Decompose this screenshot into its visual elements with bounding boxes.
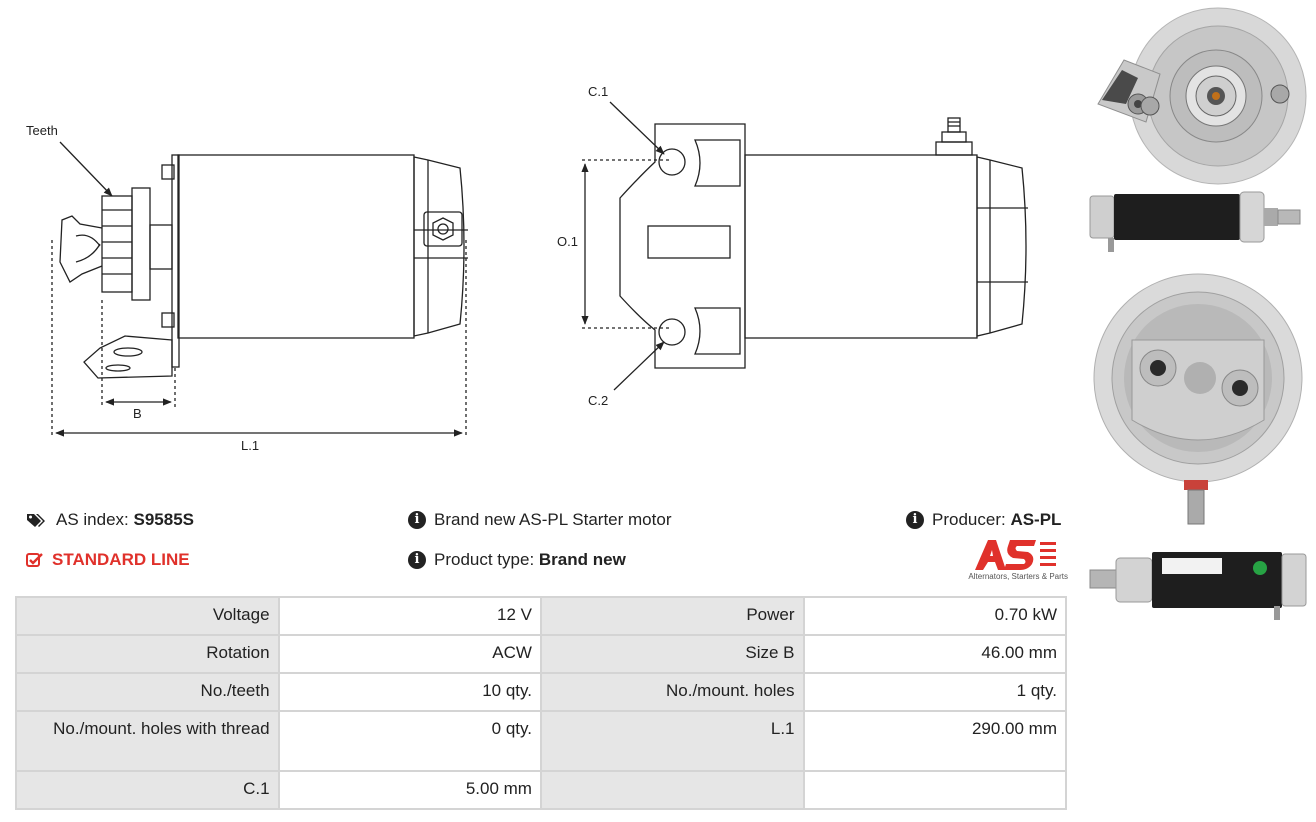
label-teeth: Teeth (26, 123, 58, 138)
photo-rear-view (1093, 273, 1303, 525)
checkbox-icon (26, 553, 43, 567)
product-type-value: Brand new (538, 550, 626, 569)
spec-value: 5.00 mm (277, 770, 542, 810)
spec-label: No./mount. holes (539, 672, 805, 712)
table-row: C.1 5.00 mm (15, 770, 1068, 810)
spec-value: 12 V (277, 596, 542, 636)
label-c2: C.2 (588, 393, 608, 408)
photo-side-view-label (1089, 552, 1307, 620)
spec-value: 290.00 mm (802, 710, 1068, 772)
spec-value: ACW (277, 634, 542, 674)
label-b: B (133, 406, 142, 421)
label-o1: O.1 (557, 234, 578, 249)
spec-table: Voltage 12 V Power 0.70 kW Rotation ACW … (15, 596, 1068, 810)
as-pl-logo: Alternators, Starters & Parts (962, 538, 1068, 584)
info-icon: i (408, 551, 426, 569)
product-description: i Brand new AS-PL Starter motor (408, 510, 671, 530)
producer-label: Producer: (932, 510, 1006, 529)
mount-bracket (83, 335, 173, 379)
spec-value: 46.00 mm (802, 634, 1068, 674)
spec-label: Rotation (15, 634, 280, 674)
producer-value: AS-PL (1010, 510, 1062, 529)
spec-label: Voltage (15, 596, 280, 636)
standard-line-label: STANDARD LINE (52, 550, 190, 569)
label-l1: L.1 (241, 438, 259, 453)
as-index-label: AS index: (56, 510, 129, 529)
as-logo-mark (975, 540, 1056, 570)
table-row: Rotation ACW Size B 46.00 mm (15, 634, 1068, 674)
product-description-text: Brand new AS-PL Starter motor (434, 510, 672, 529)
technical-drawing: Teeth B L.1 C.1 C.2 O.1 (26, 84, 1028, 453)
product-type-label: Product type: (434, 550, 535, 569)
logo-tagline: Alternators, Starters & Parts (968, 572, 1068, 581)
spec-value: 10 qty. (277, 672, 542, 712)
mounting-flange (619, 123, 746, 369)
tags-icon (27, 514, 45, 527)
info-icon: i (408, 511, 426, 529)
spec-label: No./mount. holes with thread (15, 710, 280, 772)
info-icon: i (906, 511, 924, 529)
table-row: No./mount. holes with thread 0 qty. L.1 … (15, 710, 1068, 772)
motor-body-side (177, 154, 415, 339)
spec-label: Size B (539, 634, 805, 674)
spec-value: 1 qty. (802, 672, 1068, 712)
mount-hole-c2 (658, 318, 686, 346)
producer: i Producer: AS-PL (906, 510, 1061, 530)
standard-line: STANDARD LINE (26, 550, 190, 570)
photo-side-view (1089, 191, 1301, 252)
motor-body-front (744, 154, 978, 339)
table-row: Voltage 12 V Power 0.70 kW (15, 596, 1068, 636)
spec-label: No./teeth (15, 672, 280, 712)
pinion-gear (131, 187, 151, 301)
spec-value (802, 770, 1068, 810)
as-index-value: S9585S (133, 510, 195, 529)
spec-label: C.1 (15, 770, 280, 810)
product-type: i Product type: Brand new (408, 550, 626, 570)
motor-end-cap (413, 156, 465, 337)
photo-front-view (1097, 7, 1307, 185)
spec-value: 0.70 kW (802, 596, 1068, 636)
label-c1: C.1 (588, 84, 608, 99)
mount-hole-c1 (658, 148, 686, 176)
spec-label: Power (539, 596, 805, 636)
spec-label: L.1 (539, 710, 805, 772)
spec-value: 0 qty. (277, 710, 542, 772)
spec-label (539, 770, 805, 810)
table-row: No./teeth 10 qty. No./mount. holes 1 qty… (15, 672, 1068, 712)
as-index: AS index: S9585S (26, 510, 194, 530)
